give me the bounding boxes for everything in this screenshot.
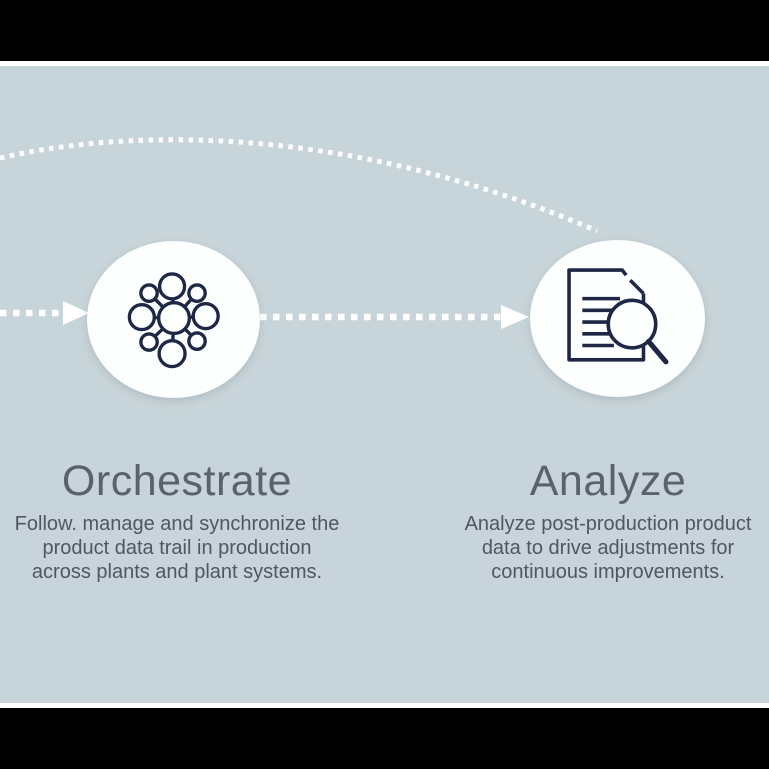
orchestrate-text-block: Orchestrate Follow. manage and synchroni…	[0, 456, 359, 584]
analyze-node	[530, 240, 705, 397]
document-search-icon	[566, 267, 668, 364]
step-title: Analyze	[529, 457, 687, 505]
analyze-text-block: Analyze Analyze post-production product …	[426, 456, 769, 584]
step-description-line: product data trail in production	[42, 537, 312, 559]
letterbox-bottom	[0, 708, 769, 769]
step-description-line: Follow. manage and synchronize the	[14, 513, 340, 535]
step-description-line: continuous improvements.	[491, 561, 725, 583]
step-description-line: across plants and plant systems.	[31, 561, 323, 583]
step-description: Follow. manage and synchronize the produ…	[0, 512, 359, 584]
orchestrate-node	[87, 241, 260, 398]
step-description: Analyze post-production product data to …	[426, 512, 769, 584]
step-title: Orchestrate	[61, 457, 293, 505]
step-description-line: data to drive adjustments for	[481, 537, 735, 559]
network-hub-icon	[127, 271, 220, 368]
letterbox-top	[0, 0, 769, 61]
step-description-line: Analyze post-production product	[464, 513, 752, 535]
